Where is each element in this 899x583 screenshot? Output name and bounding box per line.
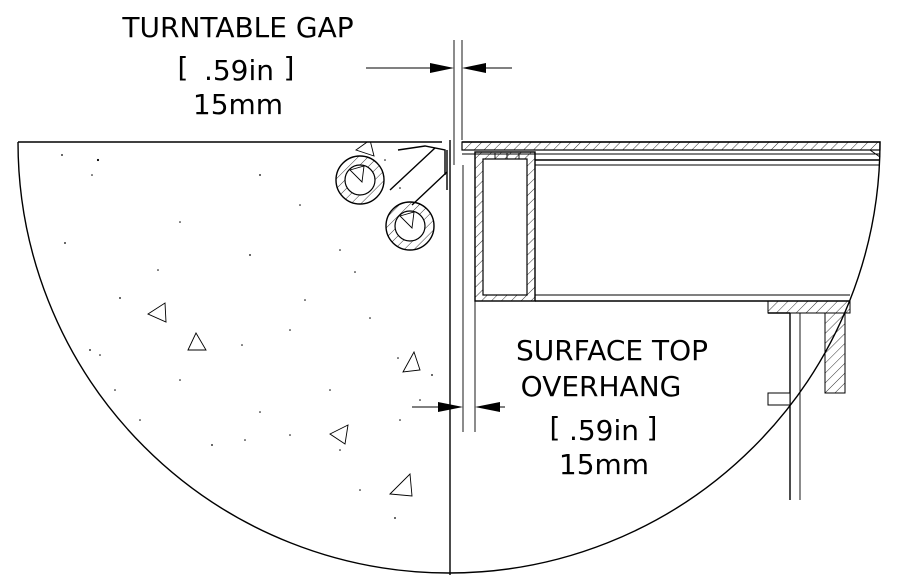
detail-boundary bbox=[17, 141, 881, 574]
overhang-title-line1: SURFACE TOP bbox=[516, 334, 708, 367]
turntable-gap-title: TURNTABLE GAP bbox=[121, 11, 353, 44]
frame-channel bbox=[535, 159, 880, 500]
concrete-floor-texture bbox=[61, 142, 433, 519]
overhang-millimeters: 15mm bbox=[559, 448, 649, 481]
bracket-right-icon: ] bbox=[284, 51, 295, 84]
overhang-dimension-arrows bbox=[412, 402, 505, 412]
overhang-title-line2: OVERHANG bbox=[521, 370, 682, 403]
edge-trim-bumper bbox=[335, 145, 448, 251]
turntable-gap-dimension-arrows bbox=[366, 63, 512, 73]
turntable-gap-inches: .59in bbox=[204, 54, 274, 87]
bracket-right-icon: ] bbox=[647, 411, 658, 444]
structural-tube bbox=[474, 151, 536, 302]
bracket-left-icon: [ bbox=[178, 51, 189, 84]
turntable-gap-millimeters: 15mm bbox=[193, 88, 283, 121]
bracket-left-icon: [ bbox=[550, 411, 561, 444]
overhang-inches: .59in bbox=[569, 414, 639, 447]
